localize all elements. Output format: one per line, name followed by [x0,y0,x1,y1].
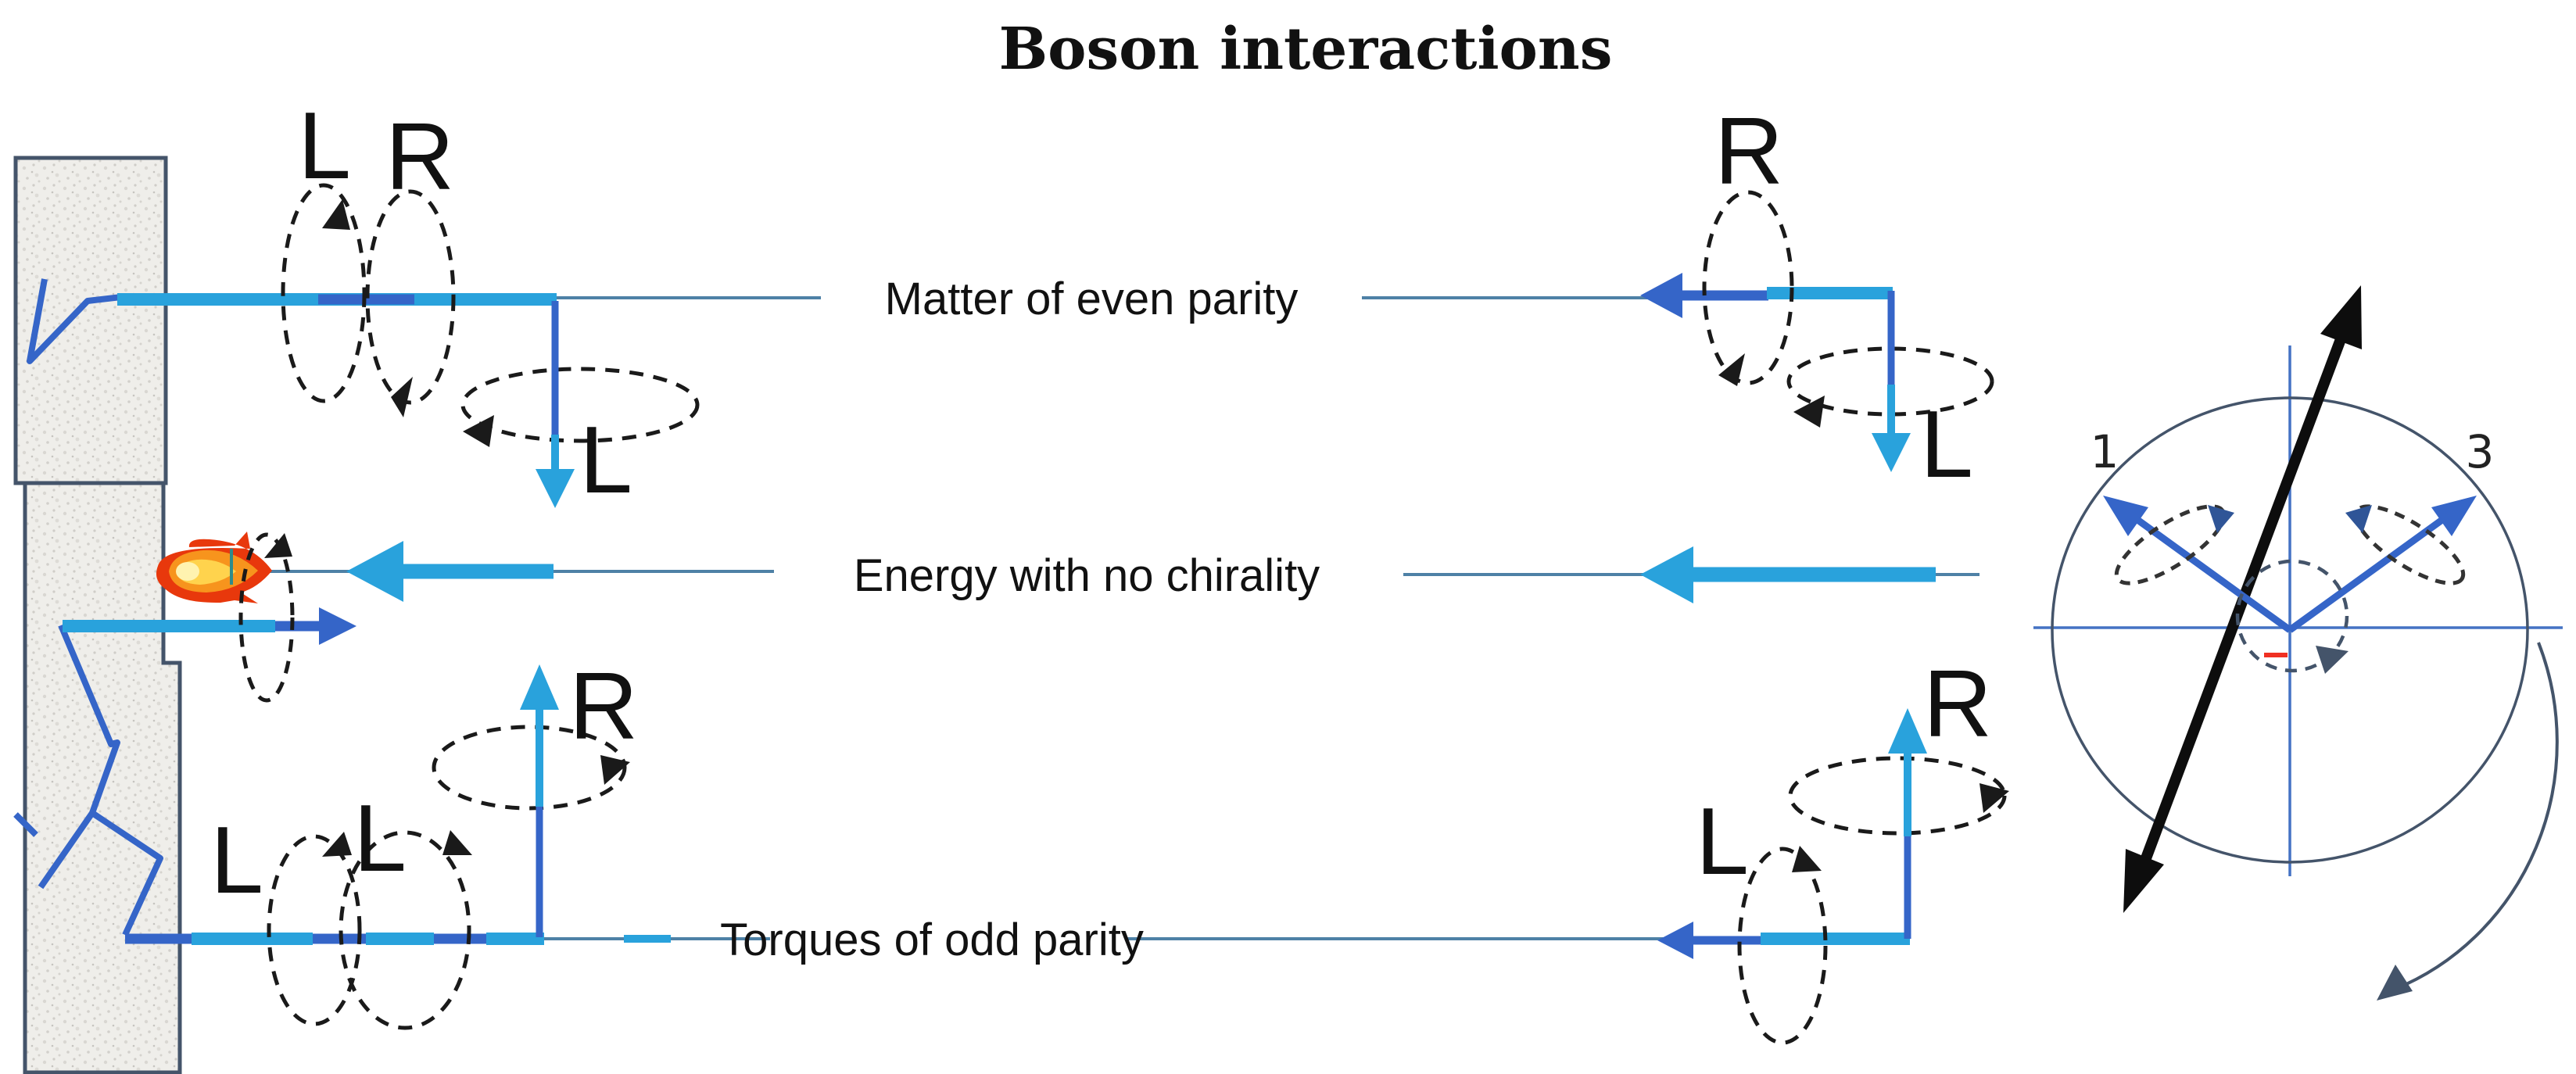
right-arrowhead-icon [319,607,356,645]
chirality-label: R [1714,98,1783,204]
orbit-ellipse-icon [1786,346,1994,417]
chirality-label: R [385,103,454,209]
chirality-label: L [298,92,351,199]
chirality-label: R [569,653,638,759]
row-matter: L R L Matter of even parity R L [117,92,1994,513]
chirality-label: L [210,807,263,913]
precession-ellipse-icon [2353,504,2466,585]
row-torques: L L R Torques of odd parity L R [125,650,2009,1045]
row-label-energy: Energy with no chirality [854,550,1320,601]
spin-arrowhead-icon [391,377,413,417]
orbit-arrowhead-icon [600,755,630,785]
down-arrowhead-icon [1872,433,1911,472]
rotation-circle [2051,396,2529,864]
down-arrowhead-icon [536,469,575,508]
radial-arrowhead-icon [2431,496,2477,536]
precession-arrowhead-icon [2345,505,2372,533]
up-arrowhead-icon [1888,708,1927,754]
spin-ellipse-R-icon [365,189,456,405]
precession-arrowhead-icon [2208,505,2234,533]
row-label-torques: Torques of odd parity [720,915,1144,965]
chirality-label: L [1920,391,1973,497]
arc-arrowhead-icon [2377,965,2413,1001]
orbit-ellipse-icon [460,367,700,443]
spin-arrowhead-icon [442,830,472,855]
orbit-arrowhead-icon [1793,396,1825,428]
left-arrowhead-icon [1657,922,1693,959]
chirality-label: L [1696,788,1749,894]
center-arrowhead-icon [2316,646,2348,674]
spin-arrowhead-icon [264,533,292,558]
chirality-label: L [579,406,632,513]
spin-arrowhead-icon [1718,353,1745,386]
center-rotation-circle-icon [2235,559,2349,673]
wall-upper-block [13,156,168,485]
spin-arrowhead-icon [1792,846,1822,872]
orbit-arrowhead-icon [463,415,494,447]
spin-ellipse-L-icon [267,834,362,1026]
left-arrowhead-icon [1640,546,1693,603]
flame-icon [156,532,272,603]
left-arrowhead-icon [1640,273,1682,318]
row-label-matter: Matter of even parity [885,274,1299,324]
spin-ellipse-L-icon [1737,847,1828,1045]
arrow-label-3: 3 [2466,425,2495,478]
left-arrowhead-icon [346,541,403,602]
radial-arrowhead-icon [2103,496,2148,536]
axis-arrowhead-icon [2320,285,2362,349]
axis-arrowhead-icon [2123,849,2164,913]
chirality-label: L [353,785,407,891]
spin-ellipse-L-icon [339,830,471,1030]
radial-arrow-1 [2132,514,2292,633]
wall-crack-top [27,278,122,364]
orbit-arrowhead-icon [1979,783,2009,813]
arrow-label-1: 1 [2091,425,2119,478]
spin-arrowhead-icon [322,199,350,230]
wall-crack-bottom [13,624,163,936]
spin-ellipse-R-icon [1702,190,1794,385]
orbit-ellipse-icon [1788,756,2007,836]
radial-arrow-3 [2288,514,2448,633]
rotation-circle-diagram: 1 3 [2033,285,2563,1001]
page-title: Boson interactions [999,16,1613,83]
row-energy: Energy with no chirality [63,532,1979,703]
chirality-label: R [1923,650,1992,757]
up-arrowhead-icon [520,664,559,710]
spin-ellipse-L-icon [281,183,367,403]
orbit-ellipse-icon [432,725,627,811]
flame-hotspot [176,562,199,581]
spin-arrowhead-icon [322,832,352,857]
spin-ellipse-icon [238,532,295,703]
clockwise-arc-icon [2393,642,2559,991]
